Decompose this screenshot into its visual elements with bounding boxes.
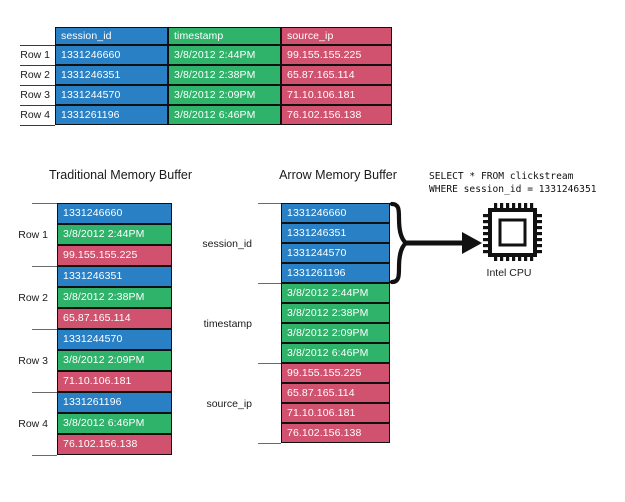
arrow-buffer-title: Arrow Memory Buffer <box>279 168 397 182</box>
buffer-cell: 1331246351 <box>57 266 172 287</box>
table-row-tick <box>20 125 55 126</box>
table-cell: 3/8/2012 6:46PM <box>168 105 281 125</box>
table-cell: 1331246660 <box>55 45 168 65</box>
table-cell: 99.155.155.225 <box>281 45 392 65</box>
buffer-cell: 3/8/2012 6:46PM <box>57 413 172 434</box>
traditional-group-tick <box>32 203 57 204</box>
buffer-cell: 1331261196 <box>57 392 172 413</box>
buffer-cell: 71.10.106.181 <box>57 371 172 392</box>
traditional-group-tick <box>32 266 57 267</box>
arrow-group-tick <box>258 203 281 204</box>
table-cell: 65.87.165.114 <box>281 65 392 85</box>
traditional-group-tick <box>32 392 57 393</box>
buffer-cell: 76.102.156.138 <box>57 434 172 455</box>
table-header-source-ip: source_ip <box>281 27 392 45</box>
buffer-cell: 1331244570 <box>281 243 390 263</box>
data-flow-arrow <box>406 232 482 254</box>
table-cell: 1331261196 <box>55 105 168 125</box>
arrow-group-tick <box>258 283 281 284</box>
buffer-cell: 3/8/2012 2:09PM <box>57 350 172 371</box>
traditional-group-label-row-4: Row 4 <box>18 418 48 430</box>
buffer-cell: 1331246660 <box>281 203 390 223</box>
buffer-cell: 3/8/2012 2:38PM <box>281 303 390 323</box>
arrow-group-label-source-ip: source_ip <box>206 398 252 410</box>
buffer-cell: 99.155.155.225 <box>57 245 172 266</box>
table-header-session-id: session_id <box>55 27 168 45</box>
table-cell: 3/8/2012 2:44PM <box>168 45 281 65</box>
table-row-tick <box>20 85 55 86</box>
buffer-cell: 1331246351 <box>281 223 390 243</box>
sql-query-line-2: WHERE session_id = 1331246351 <box>429 184 597 195</box>
table-cell: 1331244570 <box>55 85 168 105</box>
traditional-group-label-row-1: Row 1 <box>18 229 48 241</box>
buffer-cell: 1331246660 <box>57 203 172 224</box>
traditional-group-tick <box>32 455 57 456</box>
cpu-chip-icon <box>483 203 542 261</box>
buffer-cell: 3/8/2012 2:38PM <box>57 287 172 308</box>
traditional-group-label-row-2: Row 2 <box>18 292 48 304</box>
buffer-cell: 1331261196 <box>281 263 390 283</box>
table-cell: 1331246351 <box>55 65 168 85</box>
table-cell: 3/8/2012 2:09PM <box>168 85 281 105</box>
traditional-group-tick <box>32 329 57 330</box>
buffer-cell: 3/8/2012 2:44PM <box>57 224 172 245</box>
buffer-cell: 65.87.165.114 <box>57 308 172 329</box>
buffer-cell: 76.102.156.138 <box>281 423 390 443</box>
buffer-cell: 1331244570 <box>57 329 172 350</box>
table-row-label-4: Row 4 <box>20 109 50 121</box>
arrow-group-label-timestamp: timestamp <box>203 318 252 330</box>
table-row-label-1: Row 1 <box>20 49 50 61</box>
buffer-cell: 3/8/2012 2:09PM <box>281 323 390 343</box>
buffer-cell: 71.10.106.181 <box>281 403 390 423</box>
table-row-tick <box>20 65 55 66</box>
table-row-tick <box>20 105 55 106</box>
table-cell: 3/8/2012 2:38PM <box>168 65 281 85</box>
table-cell: 76.102.156.138 <box>281 105 392 125</box>
arrow-group-tick <box>258 443 281 444</box>
buffer-cell: 65.87.165.114 <box>281 383 390 403</box>
table-row-tick <box>20 45 55 46</box>
traditional-group-label-row-3: Row 3 <box>18 355 48 367</box>
table-row-label-2: Row 2 <box>20 69 50 81</box>
buffer-cell: 3/8/2012 6:46PM <box>281 343 390 363</box>
session-id-group-brace <box>389 201 409 285</box>
sql-query-line-1: SELECT * FROM clickstream <box>429 171 574 182</box>
cpu-label: Intel CPU <box>486 267 532 279</box>
table-cell: 71.10.106.181 <box>281 85 392 105</box>
buffer-cell: 3/8/2012 2:44PM <box>281 283 390 303</box>
traditional-buffer-title: Traditional Memory Buffer <box>48 168 193 182</box>
arrow-group-tick <box>258 363 281 364</box>
buffer-cell: 99.155.155.225 <box>281 363 390 383</box>
arrow-group-label-session-id: session_id <box>202 238 252 250</box>
table-row-label-3: Row 3 <box>20 89 50 101</box>
table-header-timestamp: timestamp <box>168 27 281 45</box>
